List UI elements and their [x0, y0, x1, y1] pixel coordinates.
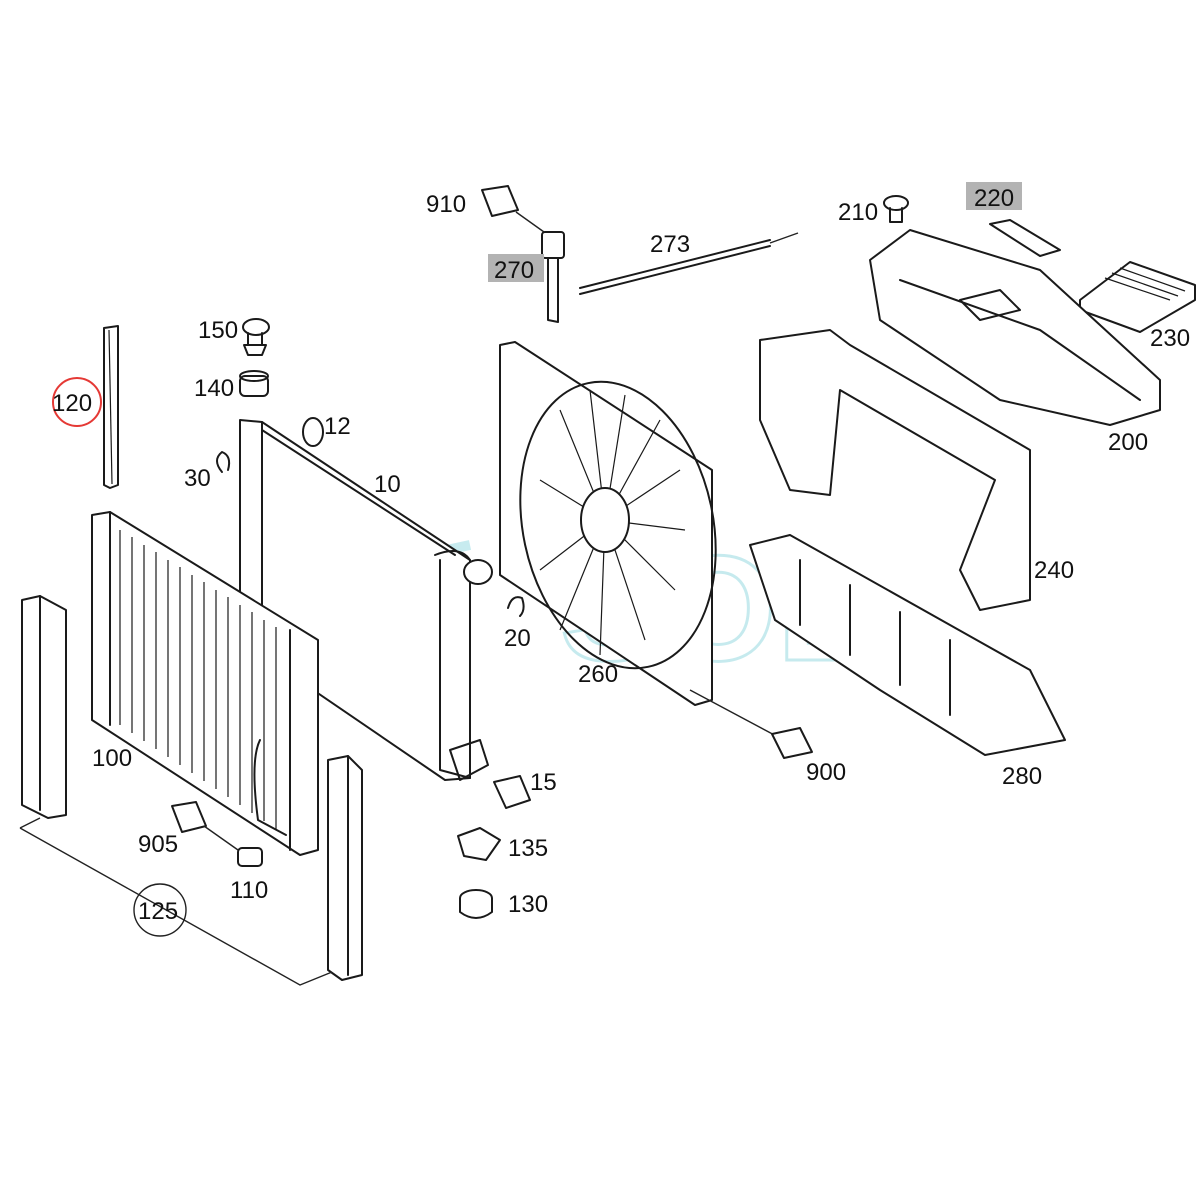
label-240: 240 — [1034, 557, 1074, 584]
circle-125 — [133, 883, 187, 937]
label-270: 270 — [494, 257, 534, 284]
label-30: 30 — [184, 465, 211, 492]
part-280-lower-air-guide — [749, 534, 1066, 756]
label-900: 900 — [806, 759, 846, 786]
label-200: 200 — [1108, 429, 1148, 456]
highlight-box-220 — [966, 182, 1022, 210]
part-210-clip — [883, 195, 909, 223]
label-230: 230 — [1150, 325, 1190, 352]
label-110: 110 — [230, 877, 268, 904]
label-905: 905 — [138, 831, 178, 858]
part-150-clip — [242, 318, 270, 356]
label-125: 125 — [138, 898, 178, 925]
condenser-fins — [119, 530, 277, 829]
part-130-bushing — [459, 889, 493, 919]
part-10-radiator — [239, 419, 493, 781]
label-280: 280 — [1002, 763, 1042, 790]
label-210: 210 — [838, 199, 878, 226]
part-20-clip — [507, 596, 525, 617]
part-270-sensor — [541, 231, 565, 323]
label-10: 10 — [374, 471, 401, 498]
label-100: 100 — [92, 745, 132, 772]
part-30-spring-clip — [216, 451, 231, 473]
part-900-leader — [689, 689, 781, 739]
label-15: 15 — [530, 769, 557, 796]
label-273: 273 — [650, 231, 690, 258]
label-910: 910 — [426, 191, 466, 218]
fan-blades — [539, 389, 686, 656]
part-140-grommet — [239, 370, 269, 397]
part-900-tag — [771, 727, 813, 759]
part-240-air-guide — [759, 329, 1031, 611]
part-273-cable — [579, 232, 799, 295]
part-910-tag — [481, 185, 545, 233]
part-15-sensor — [493, 775, 531, 809]
part-200-air-duct — [869, 229, 1161, 426]
part-135-mount — [457, 827, 501, 861]
part-260-fan-shroud — [499, 341, 717, 706]
part-125-right-bracket — [327, 755, 363, 981]
highlight-box-270 — [488, 254, 544, 282]
part-220-pad — [989, 219, 1061, 257]
highlight-circle-120 — [52, 377, 102, 427]
part-125-left-bracket — [21, 595, 67, 819]
part-12-o-ring — [302, 417, 324, 447]
label-150: 150 — [198, 317, 238, 344]
part-125-leader — [19, 817, 333, 986]
part-905-tag — [171, 801, 239, 851]
label-220: 220 — [974, 185, 1014, 212]
label-12: 12 — [324, 413, 351, 440]
label-260: 260 — [578, 661, 618, 688]
label-130: 130 — [508, 891, 548, 918]
part-120-seal-strip — [103, 325, 119, 489]
part-110-fitting — [237, 847, 263, 867]
part-100-condenser — [91, 511, 319, 856]
label-120: 120 — [52, 390, 92, 417]
label-140: 140 — [194, 375, 234, 402]
label-20: 20 — [504, 625, 531, 652]
label-135: 135 — [508, 835, 548, 862]
